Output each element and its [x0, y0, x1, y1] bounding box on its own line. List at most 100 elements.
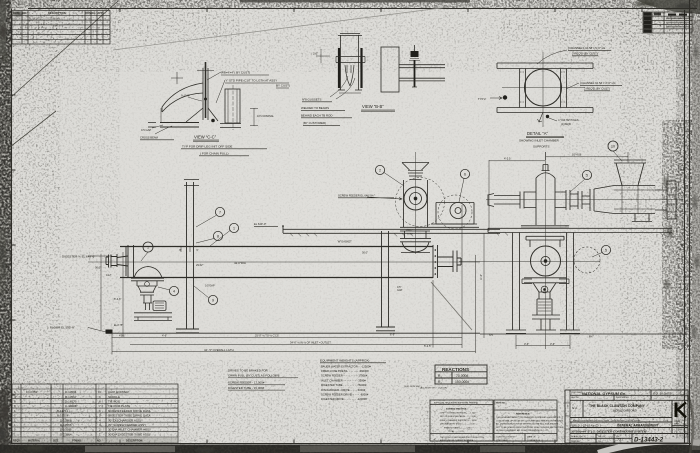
svg-text:5: 5 [605, 248, 607, 252]
svg-text:(FULL MCH WGT.): (FULL MCH WGT.) [404, 386, 422, 388]
svg-text:NATIONAL GYPSUM Co.: NATIONAL GYPSUM Co. [582, 392, 626, 396]
svg-text:DIGESTER ℅ EL 649′-6″: DIGESTER ℅ EL 649′-6″ [62, 255, 95, 259]
svg-text:25′-0″ ℅ TO ℅ C’CS: 25′-0″ ℅ TO ℅ C’CS [255, 333, 279, 337]
svg-text:NEG. NO.: NEG. NO. [571, 397, 580, 399]
svg-text:Albany-Kalamazoo-Brook-Vancouv: Albany-Kalamazoo-Brook-Vancouver-Toronto… [573, 419, 640, 422]
svg-text:30.5R: 30.5R [407, 234, 413, 236]
svg-text:30″DIA DIGESTER TUBE ASSY: 30″DIA DIGESTER TUBE ASSY [108, 433, 151, 437]
svg-text:6′-9″: 6′-9″ [390, 332, 395, 336]
svg-text:D-13561: D-13561 [65, 390, 77, 394]
svg-text:5: 5 [99, 414, 101, 418]
svg-text:P.O. 38-DATE: P.O. 38-DATE [653, 392, 673, 396]
svg-text:DIGESTER DRIVE- - - - - - - -: DIGESTER DRIVE- - - - - - - - -22000# [321, 397, 367, 401]
svg-text:0.5 GAP: 0.5 GAP [141, 128, 151, 132]
svg-text:SADDLE: SADDLE [108, 395, 120, 399]
svg-text:DIGESTER TUBE - 15,000#: DIGESTER TUBE - 15,000# [228, 386, 265, 390]
svg-text:6′-4.6″: 6′-4.6″ [114, 297, 121, 301]
svg-text:SUPPORTS: SUPPORTS [533, 145, 549, 149]
svg-text:SCREW FEEDER EL 646′-9¾″: SCREW FEEDER EL 646′-9¾″ [338, 194, 375, 198]
svg-text:DISCHARGER • DRIVE- - - - - 40: DISCHARGER • DRIVE- - - - - 4000# [321, 388, 366, 392]
svg-text:R₁: R₁ [438, 374, 442, 378]
svg-text:DRN: DRN [86, 12, 91, 15]
svg-text:SCREW FEEDER - 17,000#: SCREW FEEDER - 17,000# [228, 381, 265, 385]
svg-text:‘B’: ‘B’ [179, 249, 182, 252]
svg-text:4: 4 [99, 418, 101, 422]
svg-text:“W”GASKET: “W”GASKET [337, 240, 352, 244]
svg-text:THE BLACK CLAWSON COMPANY: THE BLACK CLAWSON COMPANY [589, 404, 646, 408]
svg-text:Nº8 GUSSETS: Nº8 GUSSETS [302, 98, 321, 102]
svg-text:30″DIA×44′-5″LG. DIGESTER-CONT: 30″DIA×44′-5″LG. DIGESTER-CONTINUOUS SYS… [571, 429, 647, 433]
svg-text:✓: ✓ [433, 437, 436, 442]
svg-text:D-16573: D-16573 [65, 400, 77, 404]
svg-text:11′-0″: 11′-0″ [480, 274, 483, 280]
svg-text:VIEW “C-C”: VIEW “C-C” [194, 135, 217, 140]
svg-text:¾″ DIA TAP HOLES: ¾″ DIA TAP HOLES [558, 119, 579, 122]
svg-text:CROSS BEAM: CROSS BEAM [140, 136, 159, 140]
svg-text:D-13443-2: D-13443-2 [634, 437, 664, 444]
svg-text:1: 1 [233, 226, 235, 230]
svg-text:DATE OF: DATE OF [527, 436, 536, 439]
svg-text:CONDITIONAL UPON USE BY CUSTOM: CONDITIONAL UPON USE BY CUSTOMER AND RET… [496, 419, 564, 422]
svg-text:EL 649′-0″: EL 649′-0″ [254, 222, 266, 226]
svg-text:FT COU5R: FT COU5R [26, 392, 38, 394]
svg-text:AGREED WEIGHTS:: AGREED WEIGHTS: [446, 408, 467, 411]
svg-text:CONSTRUCTION BY: CONSTRUCTION BY [496, 437, 516, 439]
svg-text:1: 1 [14, 414, 16, 418]
svg-text:10′-4.06: 10′-4.06 [572, 153, 582, 157]
svg-text:WELDED TO BEAMS: WELDED TO BEAMS [301, 106, 329, 110]
svg-text:DESCRIPTION: DESCRIPTION [48, 11, 66, 15]
svg-text:EQUIPMENT WEIGHTS (APPROX): EQUIPMENT WEIGHTS (APPROX) [320, 359, 369, 363]
svg-text:TRADE: TRADE [674, 420, 681, 423]
svg-text:4: 4 [173, 289, 175, 293]
svg-text:5: 5 [586, 173, 588, 177]
svg-text:⌊CHANNEL 10.5# × 2′-6″ LG: ⌊CHANNEL 10.5# × 2′-6″ LG [580, 81, 615, 85]
svg-text:TYP 2: TYP 2 [478, 97, 486, 101]
svg-text:THIS PRINT IS RETURNED FOR CO: THIS PRINT IS RETURNED FOR CORRECTION [440, 437, 485, 439]
svg-text:DISCHARGE FITTINGS - - - - - -: DISCHARGE FITTINGS - - - - - - 4 100 [440, 423, 475, 426]
svg-text:TOTAL - - - - 6 25: TOTAL - - - - 6 25 [448, 430, 464, 433]
svg-text:TIE ROD: TIE ROD [108, 400, 121, 404]
svg-text:PTN NO.: PTN NO. [72, 440, 82, 443]
svg-text:C-49008: C-49008 [65, 404, 77, 408]
svg-text:GENERAL ARRANGEMENT: GENERAL ARRANGEMENT [617, 424, 659, 428]
svg-text:4: 4 [14, 395, 16, 399]
svg-text:MATERIAL: MATERIAL [28, 440, 41, 443]
svg-text:N.A.: N.A. [572, 406, 578, 410]
svg-text:10: 10 [98, 390, 102, 394]
svg-text:TUBE • CHAMBER SUPPORTS - - 3: TUBE • CHAMBER SUPPORTS - - 3 150 [440, 419, 478, 422]
svg-text:4′-2.5: 4′-2.5 [504, 157, 511, 161]
svg-text:3: 3 [99, 423, 101, 427]
svg-text:34′-6″ ℅ IN ℅ OF INLET • OUT: 34′-6″ ℅ IN ℅ OF INLET • OUTLET [290, 341, 331, 345]
svg-text:BY CUST): BY CUST) [276, 84, 290, 88]
svg-text:TYP FOR DRIP LEG INIT OFF SID: TYP FOR DRIP LEG INIT OFF SIDE [182, 145, 232, 149]
svg-text:2: 2 [379, 168, 381, 172]
svg-text:DRN 26/7: DRN 26/7 [571, 441, 581, 443]
svg-text:D-13567: D-13567 [65, 395, 77, 399]
svg-text:CHAIN PULL (BY CUST) AS FOLL: CHAIN PULL (BY CUST) AS FOLLOWS [228, 374, 280, 378]
svg-text:1 REVISED + REDRAWN: 1 REVISED + REDRAWN [30, 17, 60, 21]
svg-text:SOLD 1-23-62 No.(2): SOLD 1-23-62 No.(2) [572, 424, 599, 428]
svg-text:APPROVAL REQUESTED APPROVAL: APPROVAL REQUESTED APPROVAL PENDING [434, 402, 479, 405]
svg-text:42.0″DIA: 42.0″DIA [234, 261, 246, 265]
svg-text:SCREW FEEDER DRIVE DATA: SCREW FEEDER DRIVE DATA [108, 409, 151, 413]
svg-text:2: 2 [99, 428, 101, 432]
svg-text:3′-6″: 3′-6″ [524, 342, 529, 346]
svg-text:R¼″: R¼″ [589, 336, 594, 339]
svg-text:ALL DIMENSIONS MUST BE VERIFIE: ALL DIMENSIONS MUST BE VERIFIED AT THE M… [496, 423, 559, 426]
svg-text:BEHIND EACH TB ROD: BEHIND EACH TB ROD [301, 114, 332, 118]
svg-text:REFERENCE: REFERENCE [516, 414, 530, 416]
svg-text:TIE ROD PLATE: TIE ROD PLATE [108, 404, 130, 408]
svg-text:8: 8 [217, 234, 219, 238]
svg-text:NOT TO BE SCALED FROM THIS PRI: NOT TO BE SCALED FROM THIS PRINT. ERECTI… [496, 426, 564, 429]
svg-text:FLOOR EL 595′-6″: FLOOR EL 595′-6″ [50, 326, 75, 330]
svg-text:9: 9 [212, 298, 214, 302]
svg-text:D-13566: D-13566 [60, 423, 72, 427]
svg-text:SHOP ORDER: SHOP ORDER [616, 397, 629, 399]
svg-text:150,000#: 150,000# [455, 380, 469, 384]
svg-text:SCREW FEEDER- - - - - - - - -: SCREW FEEDER- - - - - - - - - -17500# [321, 374, 368, 378]
svg-text:B-13574: B-13574 [57, 414, 69, 418]
svg-text:2 REQ’D (BY CUST): 2 REQ’D (BY CUST) [572, 52, 598, 56]
svg-text:FREIGHT RATES - - - - - 5 75: FREIGHT RATES - - - - - 5 75 [444, 426, 471, 429]
svg-text:0.5″: 0.5″ [397, 286, 401, 289]
svg-text:0.12″: 0.12″ [106, 274, 112, 277]
